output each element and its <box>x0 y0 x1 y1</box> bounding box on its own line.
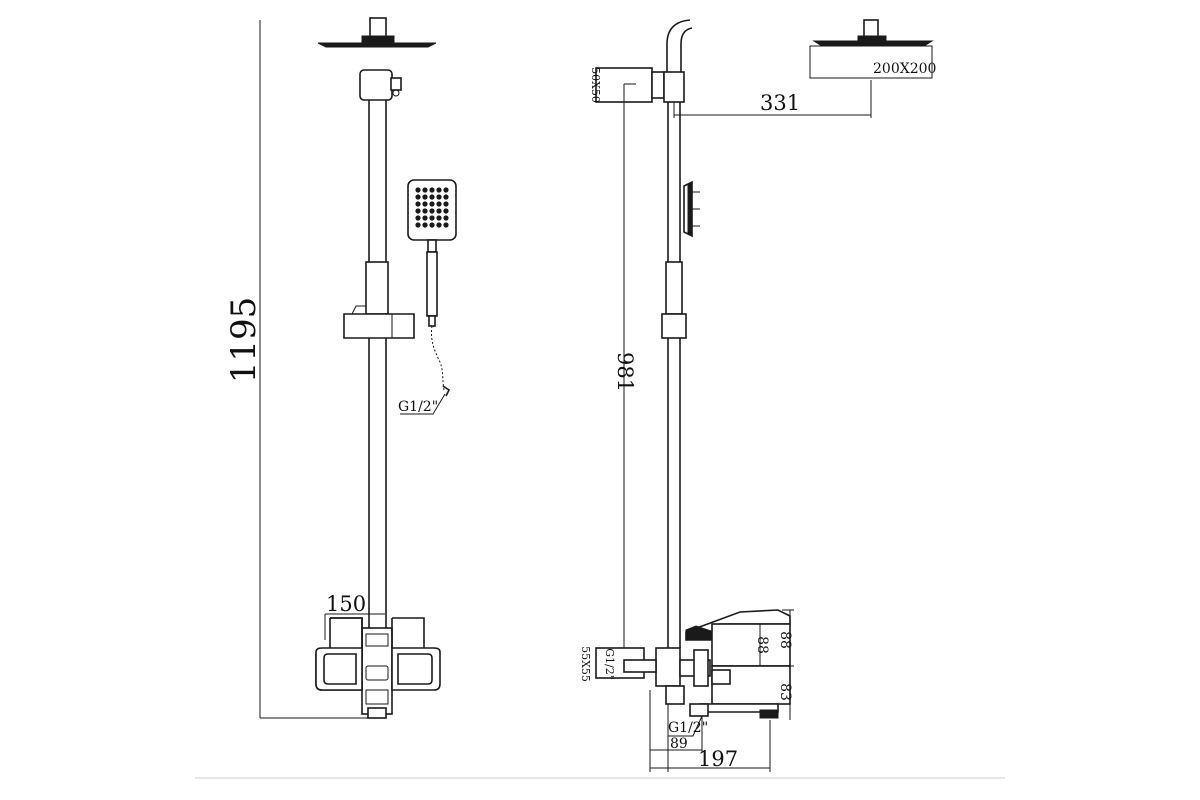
side-riser-top <box>666 19 693 72</box>
spout-depth-label: 83 <box>777 683 793 701</box>
overall-height-label: 1195 <box>224 297 264 384</box>
riser-pipe <box>365 100 389 628</box>
mixer-front <box>315 617 441 719</box>
hand-shower-thread-label: G1/2" <box>398 399 438 415</box>
rain-head-size-label: 200X200 <box>873 61 936 77</box>
mount-block-size-label: 50X50 <box>589 67 602 103</box>
mixer-spacing-label: 150 <box>326 592 366 616</box>
rain-head-reach-dimension: 331 <box>673 80 872 118</box>
hand-shower-nozzles <box>415 187 449 228</box>
wall-to-inlet-label: 89 <box>670 736 688 752</box>
lower-block-size-label: 55X55 <box>579 646 592 682</box>
spout-height-b-label: 88 <box>777 631 793 649</box>
rain-head-side: 200X200 <box>809 19 936 79</box>
upper-bracket <box>359 69 402 101</box>
bar-length-label: 981 <box>613 352 637 392</box>
bottom-dimensions: G1/2" 89 197 <box>649 690 771 772</box>
side-riser <box>661 102 687 648</box>
shower-hose <box>431 325 451 397</box>
rain-head-front <box>317 17 437 48</box>
hand-shower <box>407 179 457 327</box>
side-view: 50X50 331 200X200 981 <box>579 19 936 772</box>
lower-thread-label: G1/2" <box>603 648 616 680</box>
spout-height-a-label: 88 <box>754 636 770 654</box>
inlet-thread-label: G1/2" <box>668 720 708 736</box>
upper-mount-block: 50X50 <box>589 67 685 103</box>
rain-head-reach-label: 331 <box>760 91 800 115</box>
spout-height-dimensions: 88 88 83 <box>754 609 794 720</box>
front-view: 1195 <box>224 17 457 719</box>
lower-mount-block: 55X55 G1/2" <box>579 646 657 682</box>
slide-holder <box>343 305 415 339</box>
bar-length-dimension: 981 <box>613 83 637 662</box>
spout-projection-label: 197 <box>698 747 738 771</box>
overall-height-dimension: 1195 <box>224 20 385 719</box>
hand-shower-side <box>683 180 700 238</box>
mixer-spacing-dimension: 150 <box>324 592 385 640</box>
mixer-side <box>655 609 791 719</box>
hand-shower-thread-callout: G1/2" <box>398 393 446 415</box>
